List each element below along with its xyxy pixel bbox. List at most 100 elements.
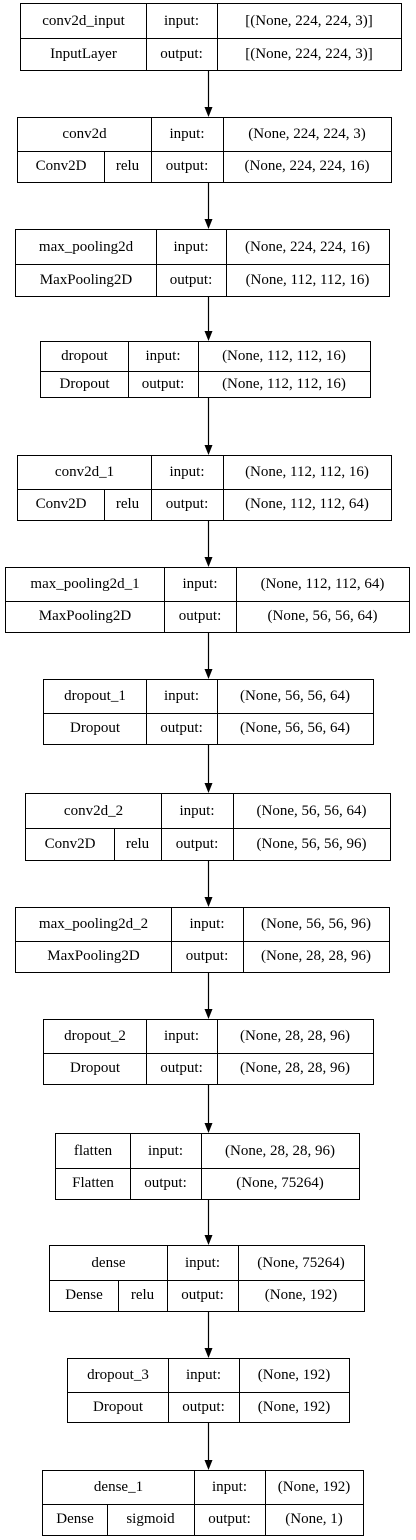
input-shape: (None, 112, 112, 16) bbox=[245, 464, 369, 480]
input-shape: (None, 56, 56, 64) bbox=[240, 688, 350, 704]
input-shape: (None, 224, 224, 3) bbox=[248, 126, 366, 142]
output-label: output: bbox=[182, 1398, 225, 1415]
layer-activation: sigmoid bbox=[126, 1511, 175, 1527]
input-label: input: bbox=[184, 1254, 220, 1271]
input-shape: [(None, 224, 224, 3)] bbox=[245, 12, 373, 29]
layer-name: max_pooling2d_1 bbox=[30, 576, 140, 592]
activation-divider bbox=[114, 828, 115, 860]
arrowhead-icon bbox=[204, 1123, 213, 1133]
column-divider bbox=[226, 230, 227, 296]
layer-type: MaxPooling2D bbox=[38, 608, 132, 624]
output-label: output: bbox=[160, 720, 203, 736]
row-divider bbox=[43, 1504, 363, 1505]
output-shape: (None, 56, 56, 64) bbox=[267, 608, 378, 624]
output-label: output: bbox=[185, 948, 229, 964]
layer-type: Conv2D bbox=[35, 158, 87, 174]
layer-name: dropout_1 bbox=[64, 688, 126, 704]
input-label: input: bbox=[169, 464, 205, 480]
column-divider bbox=[198, 342, 199, 397]
input-shape: (None, 75264) bbox=[257, 1254, 345, 1271]
row-divider bbox=[44, 1053, 373, 1054]
output-shape: (None, 28, 28, 96) bbox=[240, 1060, 350, 1076]
input-shape: (None, 112, 112, 64) bbox=[260, 576, 385, 592]
layer-name: conv2d_1 bbox=[54, 464, 115, 480]
input-shape: (None, 192) bbox=[257, 1367, 331, 1383]
row-divider bbox=[16, 941, 389, 942]
layer-type: InputLayer bbox=[50, 45, 117, 62]
column-divider bbox=[239, 1359, 240, 1422]
row-divider bbox=[41, 371, 370, 372]
output-label: output: bbox=[160, 45, 203, 62]
output-label: output: bbox=[144, 1175, 187, 1191]
output-label: output: bbox=[169, 271, 213, 288]
arrowhead-icon bbox=[204, 331, 213, 341]
layer-type: Dense bbox=[65, 1287, 103, 1303]
row-divider bbox=[68, 1392, 349, 1393]
column-divider bbox=[238, 1246, 239, 1311]
layer-type: Dropout bbox=[93, 1398, 143, 1415]
column-divider bbox=[128, 342, 129, 397]
layer-name: conv2d_input bbox=[42, 12, 125, 29]
output-shape: (None, 75264) bbox=[236, 1175, 324, 1191]
input-shape: (None, 56, 56, 96) bbox=[261, 916, 371, 932]
arrowhead-icon bbox=[204, 557, 213, 567]
output-shape: (None, 224, 224, 16) bbox=[244, 158, 370, 174]
input-label: input: bbox=[189, 916, 225, 932]
column-divider bbox=[161, 794, 162, 860]
row-divider bbox=[50, 1280, 364, 1281]
output-label: output: bbox=[175, 835, 219, 852]
layer-type: Dropout bbox=[59, 375, 110, 392]
row-divider bbox=[6, 601, 409, 602]
column-divider bbox=[151, 118, 152, 182]
column-divider bbox=[167, 1246, 168, 1311]
layer-name: dense_1 bbox=[93, 1479, 144, 1495]
layer-type: Dropout bbox=[70, 1060, 120, 1076]
layer-activation: relu bbox=[125, 835, 150, 852]
layer-name: dense bbox=[91, 1254, 126, 1271]
column-divider bbox=[130, 1134, 131, 1199]
column-divider bbox=[194, 1471, 195, 1535]
output-shape: (None, 1) bbox=[285, 1511, 343, 1527]
arrowhead-icon bbox=[204, 1009, 213, 1019]
input-shape: (None, 28, 28, 96) bbox=[240, 1028, 350, 1044]
column-divider bbox=[146, 680, 147, 744]
output-shape: (None, 112, 112, 16) bbox=[245, 271, 370, 288]
output-shape: (None, 56, 56, 96) bbox=[256, 835, 367, 852]
layer-activation: relu bbox=[115, 496, 140, 512]
column-divider bbox=[168, 1359, 169, 1422]
row-divider bbox=[21, 38, 401, 39]
layer-name: flatten bbox=[73, 1142, 113, 1159]
layer-activation: relu bbox=[115, 158, 140, 174]
activation-divider bbox=[107, 1504, 108, 1535]
output-shape: (None, 112, 112, 64) bbox=[245, 496, 369, 512]
column-divider bbox=[146, 1020, 147, 1084]
row-divider bbox=[56, 1168, 359, 1169]
output-shape: (None, 192) bbox=[257, 1398, 331, 1415]
row-divider bbox=[18, 489, 391, 490]
output-label: output: bbox=[141, 375, 185, 392]
arrowhead-icon bbox=[204, 669, 213, 679]
output-shape: (None, 112, 112, 16) bbox=[222, 375, 346, 392]
layer-type: MaxPooling2D bbox=[47, 948, 140, 964]
layer-name: max_pooling2d bbox=[38, 238, 134, 255]
column-divider bbox=[236, 568, 237, 632]
activation-divider bbox=[118, 1280, 119, 1311]
input-label: input: bbox=[185, 1367, 221, 1383]
input-label: input: bbox=[173, 238, 209, 255]
layer-name: max_pooling2d_2 bbox=[38, 916, 149, 932]
output-shape: (None, 192) bbox=[264, 1287, 338, 1303]
layer-type: MaxPooling2D bbox=[39, 271, 133, 288]
layer-activation: relu bbox=[130, 1287, 155, 1303]
layer-type: Dropout bbox=[70, 720, 120, 736]
input-shape: (None, 224, 224, 16) bbox=[245, 238, 370, 255]
activation-divider bbox=[104, 489, 105, 520]
layer-type: Flatten bbox=[72, 1175, 114, 1191]
